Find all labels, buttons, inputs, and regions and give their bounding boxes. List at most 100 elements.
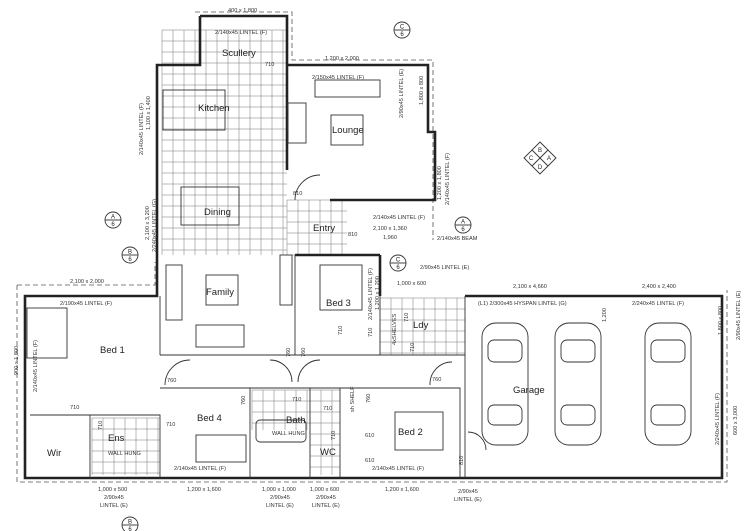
annotation: 2/140x45 LINTEL (F) — [215, 30, 267, 36]
compass-bottom: D — [538, 165, 543, 171]
room-bed-2: Bed 2 — [398, 427, 423, 438]
section-sheet: 6 — [400, 32, 404, 38]
annotation: 710 — [404, 313, 410, 322]
annotation: 600 x 3,000 — [733, 406, 739, 435]
room-ens: Ens — [108, 433, 125, 444]
section-letter: A — [111, 215, 115, 221]
annotation: 2/90x45 — [316, 495, 336, 501]
annotation: 400 x 1,800 — [228, 8, 257, 14]
section-letter: B — [128, 520, 132, 526]
section-sheet: 6 — [128, 527, 132, 531]
annotation: 760 — [432, 377, 441, 383]
annotation: 1,200 x 1,600 — [187, 487, 221, 493]
roof-outline — [16, 11, 728, 483]
room-wc: WC — [320, 447, 336, 458]
section-sheet: 6 — [128, 257, 132, 263]
annotation: 2/240x45 LINTEL (F) — [632, 301, 684, 307]
annotation: 810 — [293, 191, 302, 197]
annotation: 710 — [70, 405, 79, 411]
compass-top: B — [538, 148, 542, 154]
annotation: 2/90x45 LINTEL (E) — [399, 69, 405, 118]
annotation: 1,000 x 500 — [98, 487, 127, 493]
room-ldy: Ldy — [413, 320, 429, 331]
annotation: 710 — [331, 431, 337, 440]
annotation: 2/90x45 LINTEL (E) — [736, 291, 742, 340]
compass-right: A — [547, 156, 551, 162]
annotation: 760 — [241, 396, 247, 405]
annotation: 710 — [265, 62, 274, 68]
annotation: LINTEL (E) — [266, 503, 294, 509]
annotation: 1,000 x 1,000 — [262, 487, 296, 493]
annotation: 610 — [365, 433, 374, 439]
annotation: (L1) 2/300x45 HYSPAN LINTEL (G) — [478, 301, 567, 307]
annotation: 2,100 x 2,000 — [70, 279, 104, 285]
room-bed-1: Bed 1 — [100, 345, 125, 356]
annotation: 2/90x45 — [458, 489, 478, 495]
annotation: 2/140x45 LINTEL (F) — [373, 215, 425, 221]
annotation: 1,960 — [383, 235, 397, 241]
family-sofa-2 — [195, 324, 245, 348]
family-table — [205, 274, 239, 306]
annotation: 2,100 x 1,360 — [373, 226, 407, 232]
room-entry: Entry — [313, 223, 335, 234]
annotation: 760 — [286, 348, 292, 357]
lounge-table — [330, 114, 364, 146]
annotation: 2/140x45 BEAM — [437, 236, 478, 242]
section-letter: C — [396, 258, 401, 264]
annotation: 2/90x45 — [104, 495, 124, 501]
kitchen-island — [162, 89, 226, 131]
annotation: sh SHELF — [350, 386, 356, 412]
car-icon — [644, 322, 692, 446]
walls — [23, 14, 724, 480]
annotation: 610 — [365, 458, 374, 464]
annotation: 710 — [292, 397, 301, 403]
annotation: 2,100 x 3,200 — [145, 206, 151, 240]
lounge-sofa — [287, 102, 307, 144]
annotation: 2,400 x 2,400 — [642, 284, 676, 290]
lounge-sofa-2 — [314, 79, 381, 98]
section-marker: B6 — [121, 246, 139, 264]
annotation: 1,000 x 600 — [397, 281, 426, 287]
room-bed-4: Bed 4 — [197, 413, 222, 424]
section-sheet: 6 — [461, 227, 465, 233]
annotation: 710 — [338, 326, 344, 335]
annotation: 810 — [459, 456, 465, 465]
annotation: 2,100 x 4,660 — [513, 284, 547, 290]
annotation: 760 — [167, 378, 176, 384]
annotation: 1,800 x 800 — [419, 76, 425, 105]
annotation: LINTEL (E) — [312, 503, 340, 509]
annotation: 1,800 x 800 — [718, 306, 724, 335]
section-marker: C6 — [389, 254, 407, 272]
room-dining: Dining — [204, 207, 231, 218]
car-icon — [481, 322, 529, 446]
annotation: 1,000 x 600 — [310, 487, 339, 493]
room-wir: Wir — [47, 448, 61, 459]
annotation: 1,200 x 1,800 — [437, 166, 443, 200]
furniture — [26, 79, 444, 463]
annotation: 710 — [166, 422, 175, 428]
annotation: LINTEL (E) — [454, 497, 482, 503]
tile-grid — [91, 29, 465, 475]
annotation: 810 — [348, 232, 357, 238]
section-sheet: 6 — [111, 222, 115, 228]
section-letter: C — [400, 25, 405, 31]
annotation: 1,200 x 2,000 — [325, 56, 359, 62]
section-marker: B6 — [121, 516, 139, 531]
section-marker: A6 — [454, 216, 472, 234]
annotation: 710 — [98, 421, 104, 430]
annotation: 2/150x45 LINTEL (F) — [312, 75, 364, 81]
annotation: 4xSHELVES — [392, 313, 398, 345]
annotation: 2/240x45 LINTEL (F) — [715, 393, 721, 445]
room-bath: Bath — [286, 415, 306, 426]
section-letter: A — [461, 220, 465, 226]
bed-2-bed — [394, 411, 444, 451]
room-labels: Scullery Kitchen Lounge Dining Entry Fam… — [47, 48, 545, 459]
annotation: 2/190x45 LINTEL (F) — [60, 301, 112, 307]
annotation: 2/140x45 LINTEL (F) — [174, 466, 226, 472]
doors — [164, 174, 487, 451]
room-lounge: Lounge — [332, 125, 364, 136]
bed-1-bed — [26, 307, 68, 359]
room-garage: Garage — [513, 385, 545, 396]
